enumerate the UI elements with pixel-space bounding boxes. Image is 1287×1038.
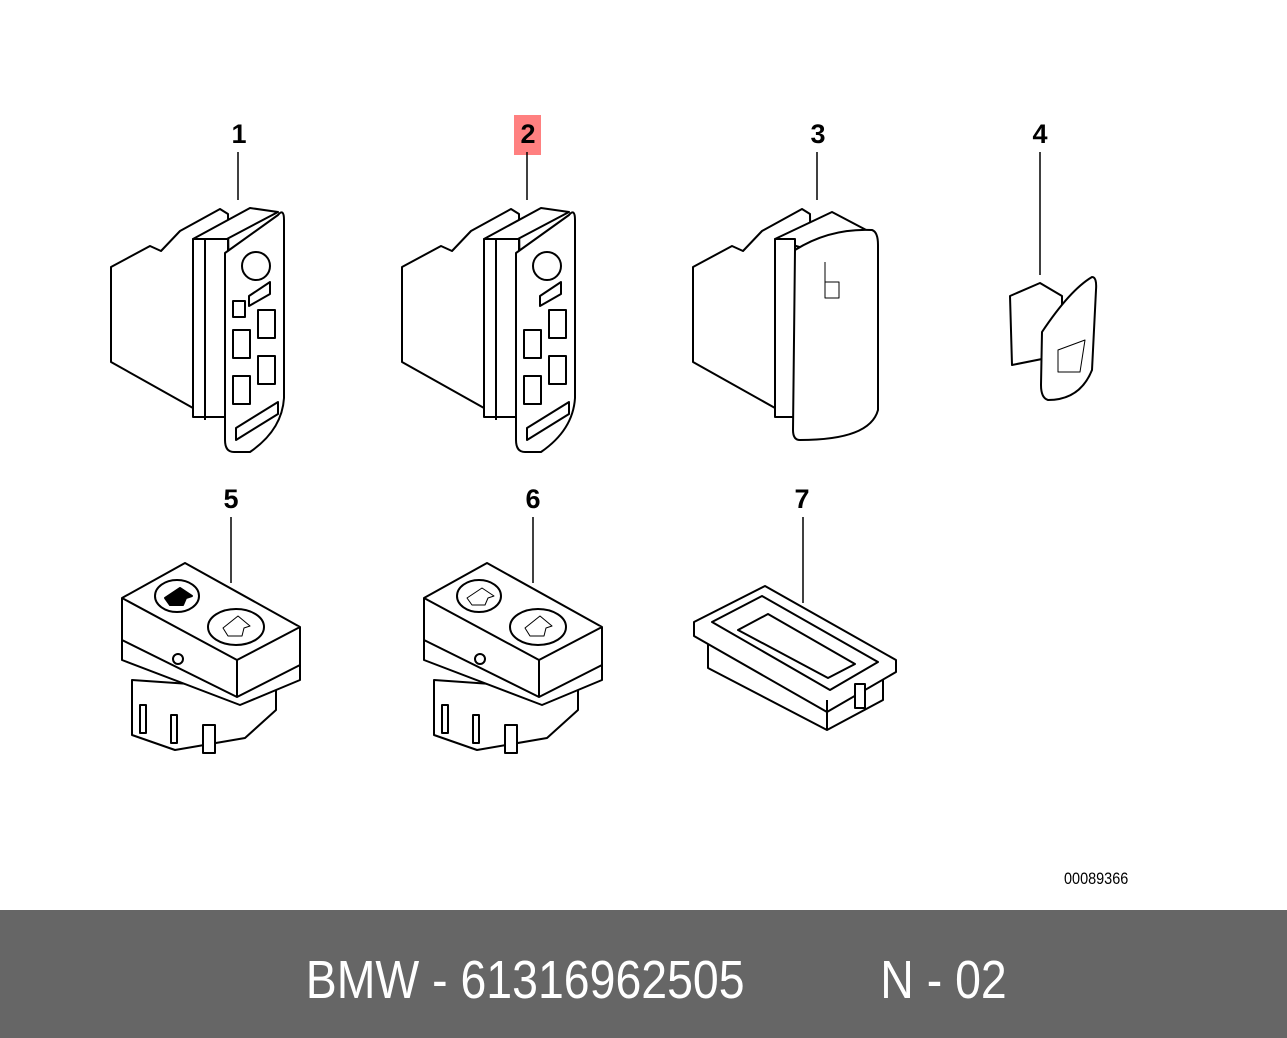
part-number-label: BMW - 61316962505 [305, 950, 745, 1010]
part-1-switch-block[interactable] [110, 207, 285, 453]
callout-1[interactable]: 1 [231, 119, 246, 149]
diagram-number: 00089366 [1064, 869, 1129, 888]
callout-2[interactable]: 2 [520, 119, 535, 149]
position-label: N - 02 [880, 950, 1007, 1010]
part-3-blank-cover[interactable] [692, 208, 879, 441]
footer-caption: BMW - 61316962505 N - 02 [0, 949, 1287, 1011]
part-7-blank-tray[interactable] [693, 585, 897, 731]
callout-4[interactable]: 4 [1032, 119, 1047, 149]
part-2-switch-block[interactable] [401, 207, 576, 453]
parts-diagram: 1 2 3 4 5 6 7 [110, 115, 1098, 754]
part-5-window-switch[interactable] [121, 562, 301, 754]
part-4-small-cover[interactable] [1009, 276, 1098, 401]
callout-3[interactable]: 3 [810, 119, 825, 149]
callout-highlight [514, 115, 541, 155]
callout-7[interactable]: 7 [794, 484, 809, 514]
callout-5[interactable]: 5 [223, 484, 238, 514]
callout-6[interactable]: 6 [525, 484, 540, 514]
footer-bar [0, 910, 1287, 1038]
part-6-window-switch[interactable] [423, 562, 603, 754]
